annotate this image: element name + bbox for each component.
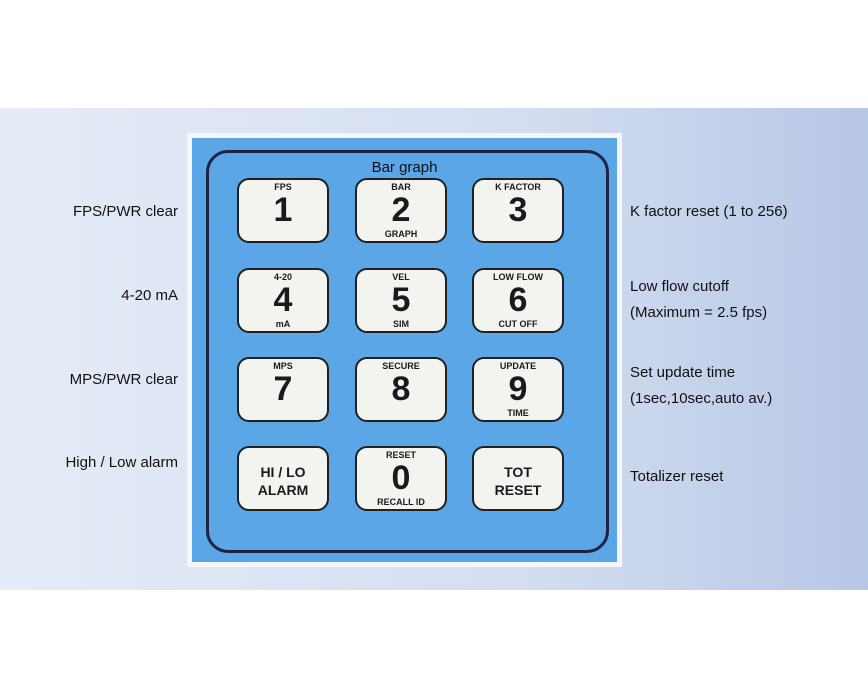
key-digit: 8: [391, 370, 411, 408]
key-digit: 9: [508, 370, 528, 408]
right-label-line: K factor reset (1 to 256): [630, 203, 788, 220]
key-tot[interactable]: TOT RESET: [472, 446, 564, 511]
key-bottom-label: SIM: [392, 319, 409, 329]
key-top-label: SECURE: [382, 361, 420, 371]
key-digit: 6: [508, 281, 528, 319]
left-label-1: FPS/PWR clear: [72, 203, 178, 220]
key-top-label: UPDATE: [499, 361, 537, 371]
key-top-label: FPS: [274, 182, 292, 192]
key-digit: 4: [273, 281, 293, 319]
key-top-label: 4-20: [273, 272, 292, 282]
right-label-9: Set update time (1sec,10sec,auto av.): [630, 360, 772, 412]
key-label-line: HI / LO: [260, 464, 306, 480]
key-digit: 5: [391, 281, 411, 319]
key-top-label: LOW FLOW: [493, 272, 543, 282]
key-bottom-label: mA: [275, 319, 291, 329]
keypad-frame: [206, 150, 609, 553]
left-label-4: 4-20 mA: [121, 287, 178, 304]
right-label-6: Low flow cutoff (Maximum = 2.5 fps): [630, 274, 767, 326]
key-label: HI / LO ALARM: [239, 463, 327, 499]
key-digit: 1: [273, 191, 293, 229]
key-label-line: ALARM: [257, 482, 309, 498]
right-label-tot: Totalizer reset: [630, 464, 723, 490]
key-digit: 2: [391, 191, 411, 229]
key-top-label: K FACTOR: [495, 182, 541, 192]
key-label-line: RESET: [494, 482, 542, 498]
left-label-7: MPS/PWR clear: [69, 371, 178, 388]
right-label-line: (Maximum = 2.5 fps): [630, 304, 768, 321]
key-top-label: BAR: [391, 182, 411, 192]
key-label-line: TOT: [504, 464, 532, 480]
key-top-label: VEL: [392, 272, 410, 282]
key-digit: 3: [508, 191, 528, 229]
key-top-label: RESET: [385, 450, 416, 460]
key-bottom-label: TIME: [507, 408, 529, 418]
key-hilo[interactable]: HI / LO ALARM: [237, 446, 329, 511]
left-label-hilo: High / Low alarm: [65, 454, 178, 471]
right-label-line: Set update time: [630, 364, 736, 381]
right-label-line: Totalizer reset: [630, 468, 724, 485]
key-digit: 0: [391, 459, 411, 497]
key-digit: 7: [273, 370, 293, 408]
bar-graph-caption: Bar graph: [371, 159, 438, 176]
key-bottom-label: CUT OFF: [498, 319, 538, 329]
right-label-line: (1sec,10sec,auto av.): [630, 390, 773, 407]
right-label-3: K factor reset (1 to 256): [630, 199, 788, 225]
right-label-line: Low flow cutoff: [630, 278, 729, 295]
key-bottom-label: RECALL ID: [377, 497, 425, 507]
key-top-label: MPS: [273, 361, 293, 371]
key-label: TOT RESET: [474, 463, 562, 499]
key-bottom-label: GRAPH: [384, 229, 418, 239]
